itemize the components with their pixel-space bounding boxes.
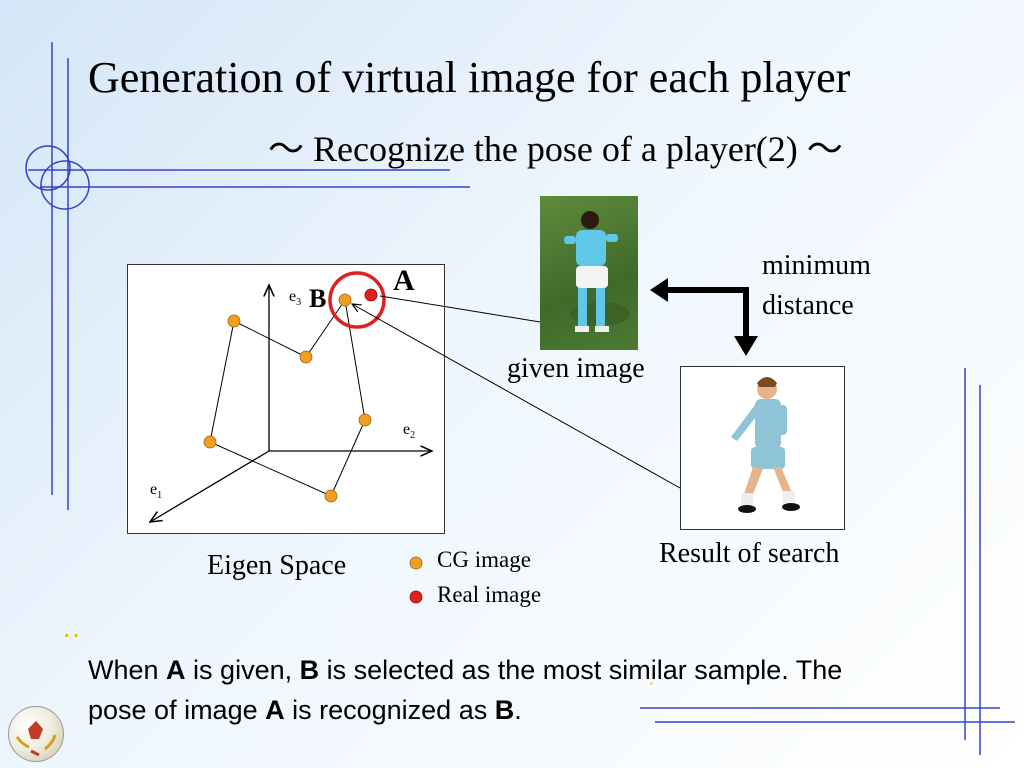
label-b: B xyxy=(309,284,327,313)
eigen-space-box xyxy=(127,264,445,534)
legend-cg-label: CG image xyxy=(437,547,531,572)
soccer-ball-pattern xyxy=(15,721,57,757)
given-image-label: given image xyxy=(507,353,645,384)
given-image-link xyxy=(379,295,541,323)
minimum-distance-label-line2: distance xyxy=(762,290,854,321)
arrowhead-left xyxy=(650,278,668,302)
result-image-box xyxy=(680,366,845,530)
axis-e2-label: e2 xyxy=(403,421,416,442)
cg-point xyxy=(324,489,338,503)
given-image-photo xyxy=(540,196,638,350)
cg-point-b xyxy=(338,293,352,307)
real-point-a xyxy=(364,288,378,302)
soccer-ball-icon xyxy=(8,706,64,762)
cg-player-figure xyxy=(731,377,800,513)
axis-e1 xyxy=(150,450,270,522)
legend-cg-marker xyxy=(409,556,423,570)
axis-e1-label: e1 xyxy=(150,481,163,502)
axis-e1-subscript: 1 xyxy=(157,490,163,502)
arrowhead-down xyxy=(734,336,758,356)
cg-point xyxy=(227,314,241,328)
axis-e3-label: e3 xyxy=(289,288,302,309)
slide-title: Generation of virtual image for each pla… xyxy=(88,53,851,102)
cg-point xyxy=(203,435,217,449)
label-a: A xyxy=(393,264,415,297)
axis-e2-subscript: 2 xyxy=(410,430,416,442)
minimum-distance-arrow xyxy=(660,287,749,336)
result-of-search-label: Result of search xyxy=(659,538,840,569)
axis-e3-subscript: 3 xyxy=(296,297,302,309)
cg-point xyxy=(358,413,372,427)
cg-trajectory xyxy=(209,298,366,497)
bullet-dot: · xyxy=(648,672,655,694)
result-link xyxy=(352,304,681,489)
cg-point xyxy=(299,350,313,364)
slide-subtitle: ～ Recognize the pose of a player(2) ～ xyxy=(268,129,843,169)
bullet-marker: ·· xyxy=(62,618,81,649)
eigen-space-label: Eigen Space xyxy=(207,550,347,581)
caption-text: When A is given, B is selected as the mo… xyxy=(88,655,843,725)
legend-real-marker xyxy=(409,590,423,604)
real-player-figure xyxy=(564,211,630,332)
legend-real-label: Real image xyxy=(437,582,542,607)
minimum-distance-label-line1: minimum xyxy=(762,250,871,281)
selection-circle xyxy=(328,271,386,329)
